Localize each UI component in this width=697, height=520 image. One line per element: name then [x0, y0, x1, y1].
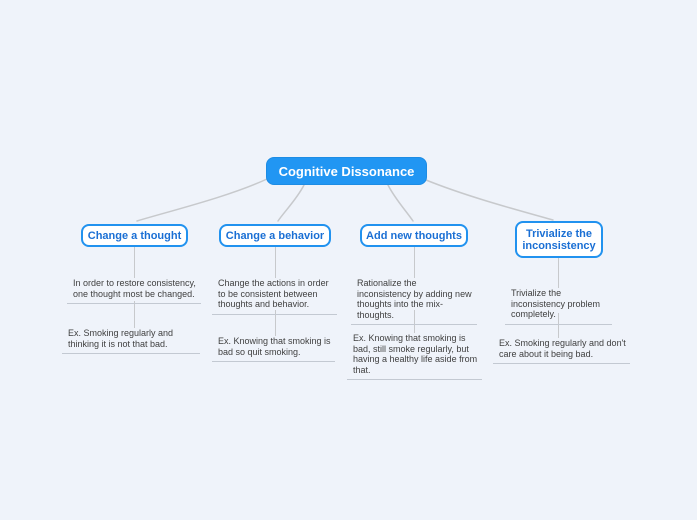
branch-node-add-new-thoughts[interactable]: Add new thoughts [360, 224, 468, 247]
child-node-rationalize-inconsistency[interactable]: Rationalize the inconsistency by adding … [351, 278, 477, 325]
edge-root-to-branch-3 [387, 184, 414, 222]
child-node-example-dont-care[interactable]: Ex. Smoking regularly and don't care abo… [493, 338, 630, 364]
branch-node-change-a-behavior[interactable]: Change a behavior [219, 224, 331, 247]
connector-branch2-child2 [275, 310, 277, 336]
child-node-restore-consistency[interactable]: In order to restore consistency, one tho… [67, 278, 201, 304]
child-node-example-quit-smoking[interactable]: Ex. Knowing that smoking is bad so quit … [212, 336, 335, 362]
branch-node-trivialize-the-inconsistency[interactable]: Trivialize the inconsistency [515, 221, 603, 258]
root-node-cognitive-dissonance[interactable]: Cognitive Dissonance [266, 157, 427, 185]
child-node-example-thinking-not-bad[interactable]: Ex. Smoking regularly and thinking it is… [62, 328, 200, 354]
edge-root-to-branch-2 [277, 184, 305, 222]
connector-branch4-child2 [558, 313, 560, 338]
connector-branch3-child1 [414, 246, 416, 278]
edge-root-to-branch-4 [425, 179, 554, 221]
child-node-example-healthy-life[interactable]: Ex. Knowing that smoking is bad, still s… [347, 333, 482, 380]
connector-branch4-child1 [558, 258, 560, 288]
connector-branch2-child1 [275, 246, 277, 278]
connector-branch1-child2 [134, 301, 136, 328]
branch-node-change-a-thought[interactable]: Change a thought [81, 224, 188, 247]
child-node-change-actions[interactable]: Change the actions in order to be consis… [212, 278, 337, 315]
child-node-trivialize-problem[interactable]: Trivialize the inconsistency problem com… [505, 288, 612, 325]
connector-branch3-child2 [414, 310, 416, 333]
connector-branch1-child1 [134, 246, 136, 278]
edge-root-to-branch-1 [136, 178, 268, 222]
